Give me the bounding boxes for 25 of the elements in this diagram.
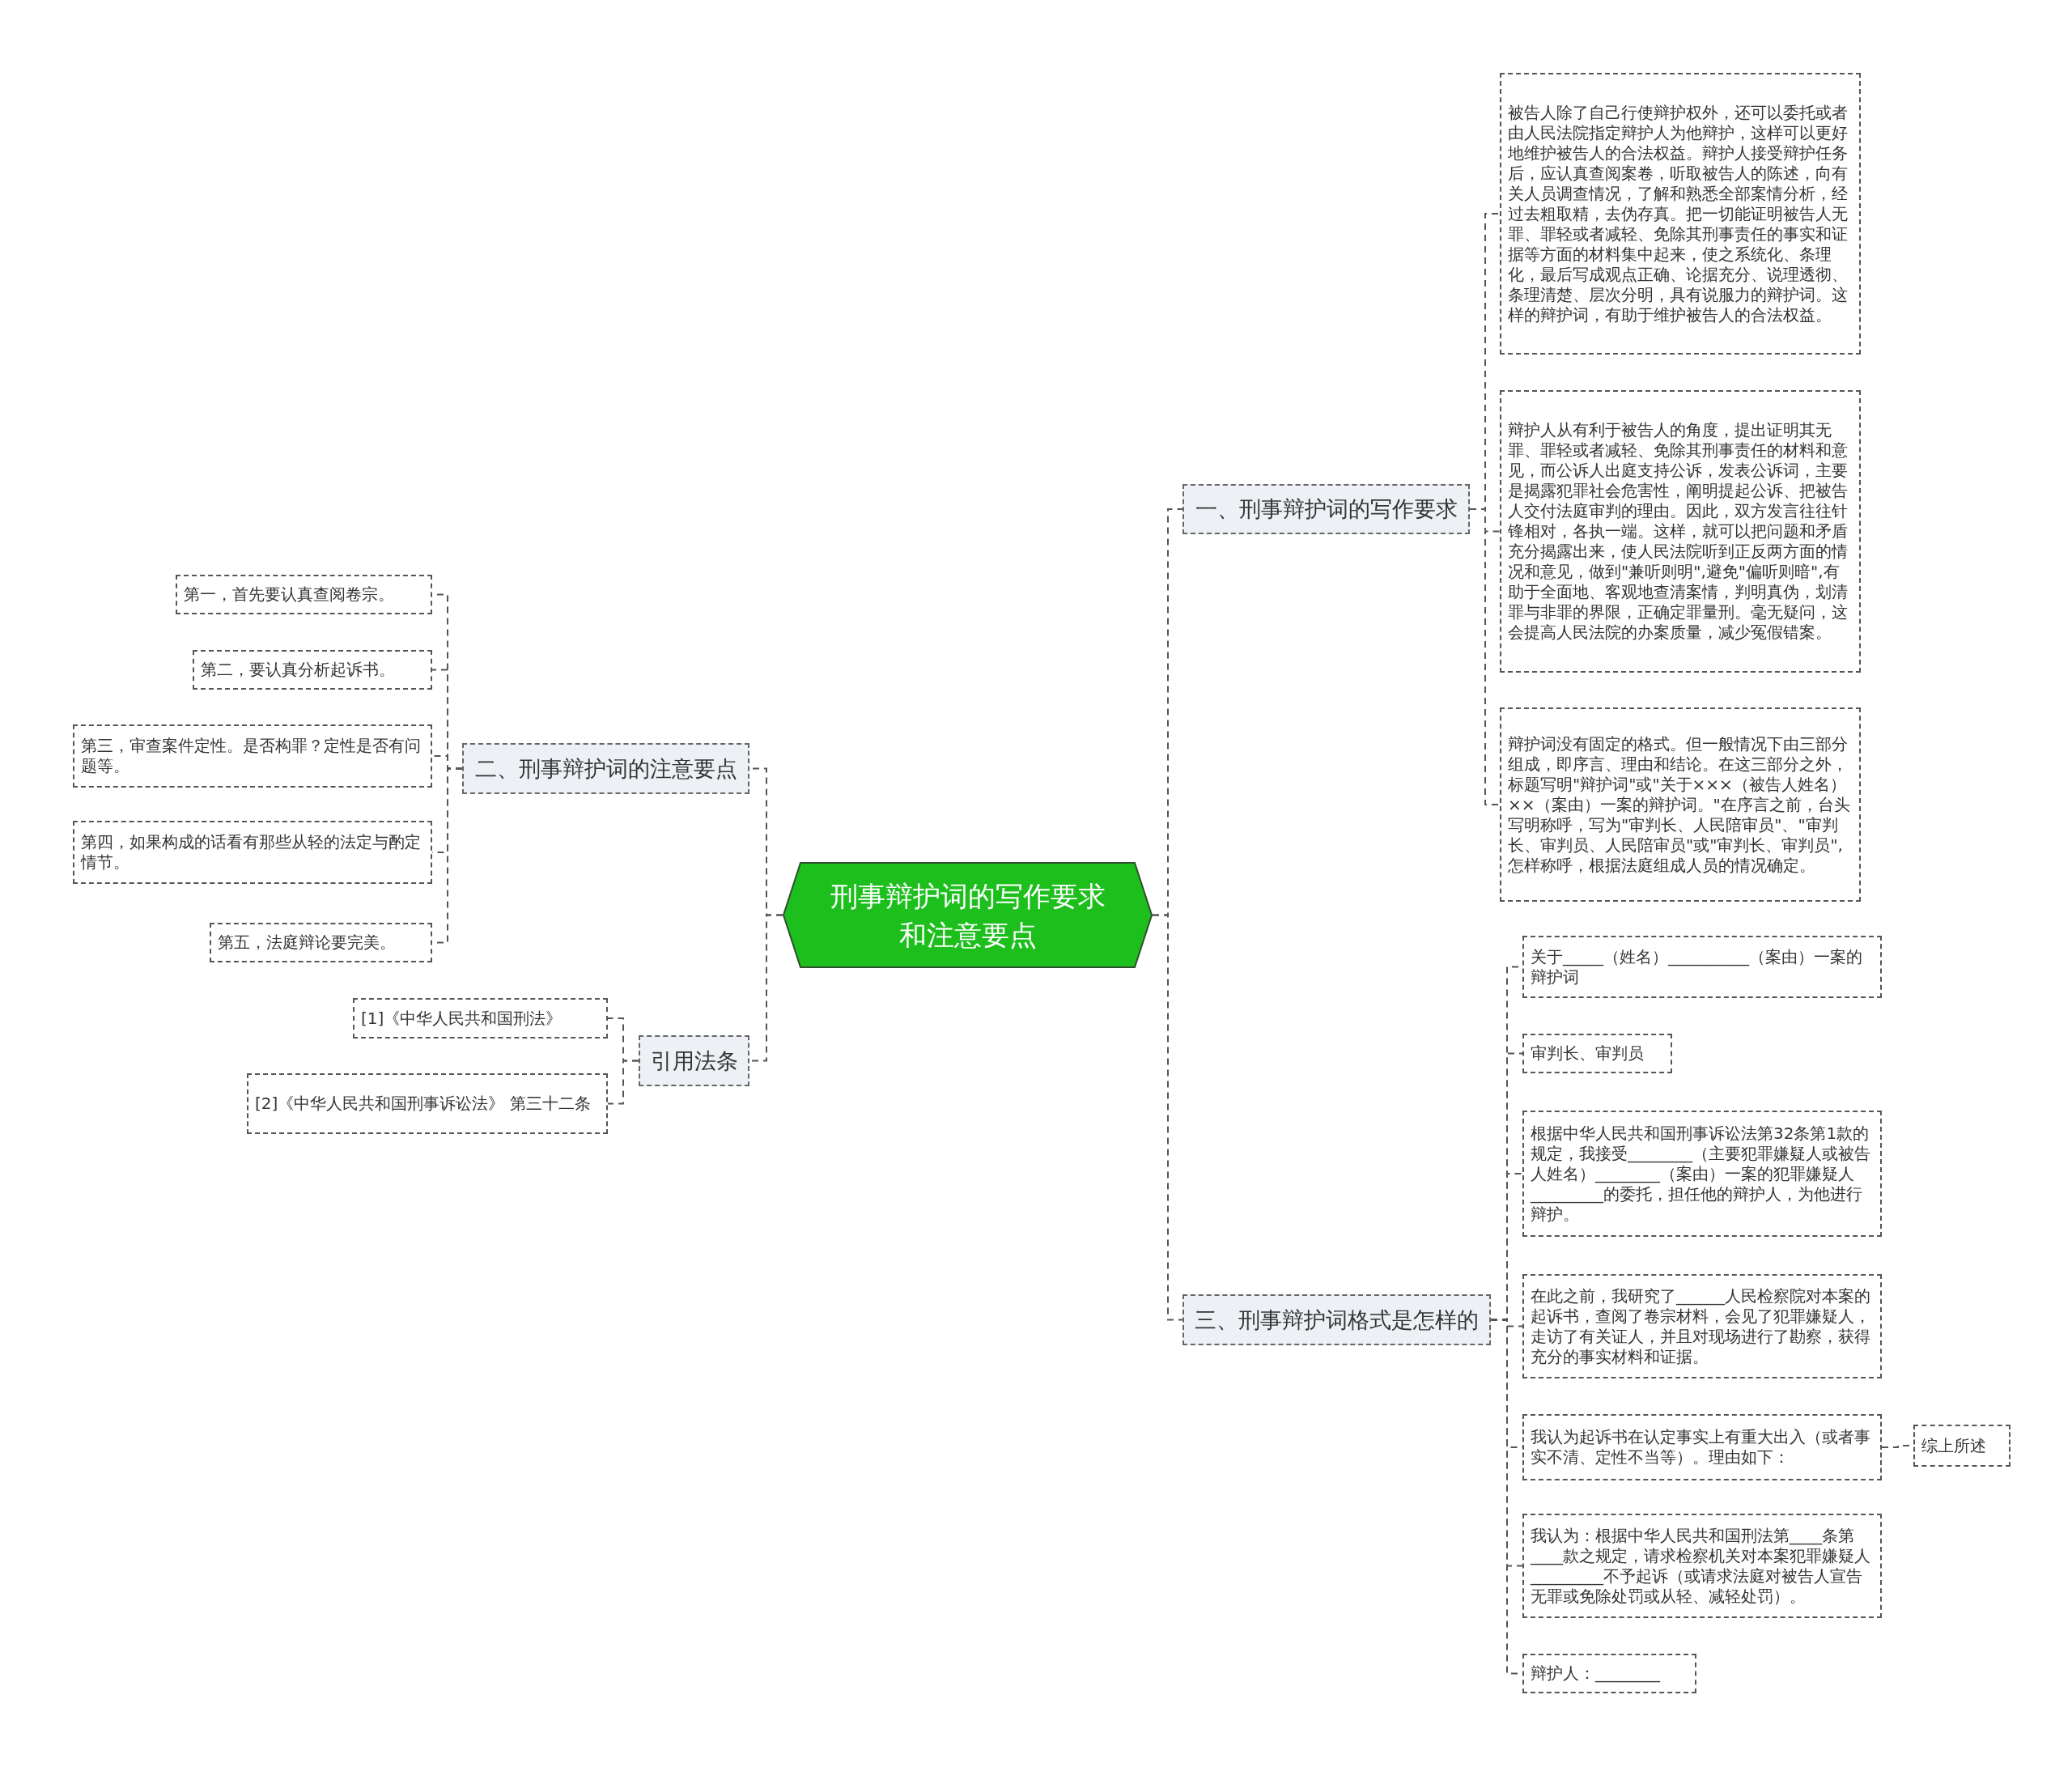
central-topic-hexagon: 刑事辩护词的写作要求和注意要点 [783,862,1153,968]
note-box: 第一，首先要认真查阅卷宗。 [176,575,432,614]
topic-box: 一、刑事辩护词的写作要求 [1182,484,1470,534]
note-box: 我认为：根据中华人民共和国刑法第____条第____款之规定，请求检察机关对本案犯罪嫌疑人_________不予起诉（或请求法庭对被告人宣告无罪或免除处罚或从轻、减轻处罚）。 [1522,1514,1882,1618]
topic-box: 三、刑事辩护词格式是怎样的 [1182,1294,1491,1345]
note-box: [2]《中华人民共和国刑事诉讼法》 第三十二条 [247,1073,608,1134]
topic-box: 引用法条 [639,1035,749,1086]
note-box: 辩护人：________ [1522,1654,1696,1693]
note-box: 关于_____（姓名）__________（案由）一案的辩护词 [1522,936,1882,998]
note-box: 第三，审查案件定性。是否构罪？定性是否有问题等。 [73,724,432,788]
note-box: 被告人除了自己行使辩护权外，还可以委托或者由人民法院指定辩护人为他辩护，这样可以更好地维护被告人的合法权益。辩护人接受辩护任务后，应认真查阅案卷，听取被告人的陈述，向有关人员调查情况，了解和熟悉全部案情分析，经过去粗取精，去伪存真。把一切能证明被告人无罪、罪轻或者减轻、免除其刑事责任的事实和证据等方面的材料集中起来，使之系统化、条理化，最后写成观点正确、论据充分、说理透彻、条理清楚、层次分明，具有说服力的辩护词。这样的辩护词，有助于维护被告人的合法权益。 [1500,73,1861,355]
note-box: 辩护人从有利于被告人的角度，提出证明其无罪、罪轻或者减轻、免除其刑事责任的材料和意见，而公诉人出庭支持公诉，发表公诉词，主要是揭露犯罪社会危害性，阐明提起公诉、把被告人交付法庭审判的理由。因此，双方发言往往针锋相对，各执一端。这样，就可以把问题和矛盾充分揭露出来，使人民法院听到正反两方面的情况和意见，做到"兼听则明",避免"偏听则暗",有助于全面地、客观地查清案情，判明真伪，划清罪与非罪的界限，正确定罪量刑。毫无疑问，这会提高人民法院的办案质量，减少冤假错案。 [1500,390,1861,673]
note-box: [1]《中华人民共和国刑法》 [353,998,608,1039]
note-box: 审判长、审判员 [1522,1034,1672,1073]
note-box: 第五，法庭辩论要完美。 [210,923,432,962]
note-box: 第二，要认真分析起诉书。 [193,650,432,690]
connector-line [607,1060,639,1105]
connector-line [1152,914,1183,1321]
note-box: 我认为起诉书在认定事实上有重大出入（或者事实不清、定性不当等）。理由如下： [1522,1414,1882,1480]
note-box: 在此之前，我研究了______人民检察院对本案的起诉书，查阅了卷宗材料，会见了犯罪嫌疑人，走访了有关证人，并且对现场进行了勘察，获得充分的事实材料和证据。 [1522,1274,1882,1378]
note-box: 辩护词没有固定的格式。但一般情况下由三部分组成，即序言、理由和结论。在这三部分之外，标题写明"辩护词"或"关于×××（被告人姓名）××（案由）一案的辩护词。"在序言之前，台头写明称呼，写为"审判长、人民陪审员"、"审判长、审判员、人民陪审员"或"审判长、审判员",怎样称呼，根据法庭组成人员的情况确定。 [1500,707,1861,902]
note-box: 第四，如果构成的话看有那些从轻的法定与酌定情节。 [73,821,432,884]
note-box: 根据中华人民共和国刑事诉讼法第32条第1款的规定，我接受________（主要犯罪嫌疑人或被告人姓名）________（案由）一案的犯罪嫌疑人_________的委托，担任他的辩护人，为他进行辩护。 [1522,1111,1882,1237]
note-box: 综上所述 [1913,1425,2010,1467]
topic-box: 二、刑事辩护词的注意要点 [462,743,749,794]
